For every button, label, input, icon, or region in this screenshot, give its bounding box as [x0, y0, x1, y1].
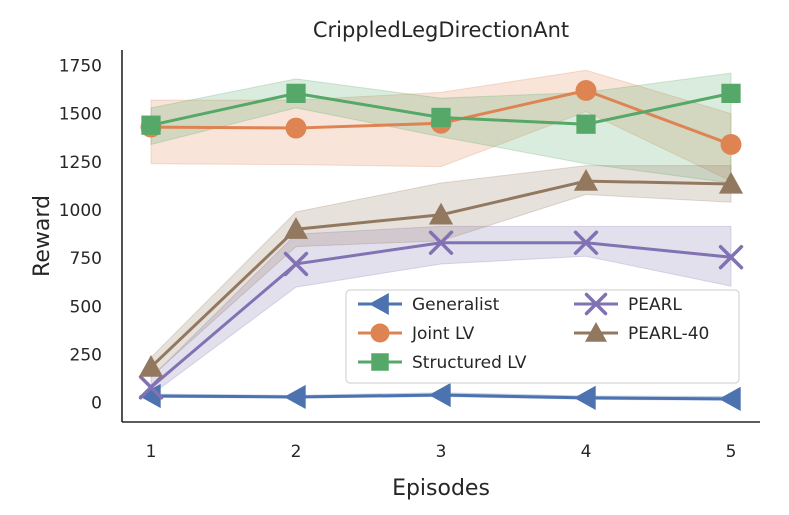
x-tick-label: 3	[436, 442, 447, 462]
legend-marker	[584, 292, 608, 316]
marker-pearl	[573, 230, 599, 255]
legend-box	[345, 289, 740, 384]
marker-pearl-40	[718, 171, 744, 194]
series-markers	[138, 80, 744, 411]
legend-item-structured-lv: Structured LV	[358, 353, 527, 373]
y-tick-label: 500	[70, 297, 102, 317]
legend-item-pearl: PEARL	[574, 292, 682, 316]
y-tick-label: 0	[91, 394, 102, 414]
y-tick-label: 1500	[59, 105, 102, 125]
legend-item-generalist: Generalist	[358, 293, 500, 315]
marker-generalist	[428, 382, 451, 408]
y-tick-labels: 0 250 500 750 1000 1250 1500 1750	[59, 56, 102, 413]
y-tick-label: 250	[70, 346, 102, 366]
band-pearl	[150, 225, 732, 397]
legend-marker	[369, 293, 389, 315]
marker-generalist	[283, 384, 306, 410]
x-tick-labels: 1 2 3 4 5	[146, 442, 737, 462]
x-tick-label: 5	[726, 442, 737, 462]
legend: Generalist PEARL Joint LV PEARL-40Structure…	[345, 289, 740, 384]
x-tick-label: 1	[146, 442, 157, 462]
x-axis-title: Episodes	[392, 476, 490, 501]
marker-pearl-40	[428, 202, 454, 225]
marker-pearl	[428, 230, 454, 255]
marker-joint-lv	[720, 133, 742, 155]
legend-marker	[370, 323, 390, 343]
marker-pearl	[138, 375, 164, 400]
marker-structured-lv	[141, 115, 161, 135]
marker-generalist	[718, 386, 741, 411]
legend-label: Generalist	[412, 295, 500, 315]
x-tick-label: 2	[291, 442, 302, 462]
marker-structured-lv	[576, 114, 596, 134]
chart-title: CrippledLegDirectionAnt	[313, 18, 569, 42]
y-axis-title: Reward	[30, 195, 55, 277]
marker-pearl-40	[283, 217, 309, 239]
marker-pearl-40	[138, 354, 164, 377]
x-tick-label: 4	[581, 442, 592, 462]
legend-marker	[371, 353, 389, 371]
legend-label: Structured LV	[412, 353, 527, 373]
marker-generalist	[573, 385, 596, 411]
legend-marker	[585, 322, 607, 342]
marker-pearl	[718, 245, 744, 270]
y-tick-label: 1000	[59, 201, 102, 221]
marker-structured-lv	[721, 83, 741, 103]
y-tick-label: 1250	[59, 153, 102, 173]
marker-joint-lv	[285, 117, 307, 139]
marker-structured-lv	[286, 83, 306, 103]
y-tick-label: 750	[70, 249, 102, 269]
marker-pearl	[283, 251, 309, 277]
y-tick-label: 1750	[59, 56, 102, 76]
legend-items: Generalist PEARL Joint LV PEARL-40Structure…	[358, 292, 709, 373]
legend-label: Joint LV	[411, 324, 475, 344]
legend-item-pearl-40: PEARL-40	[574, 322, 709, 344]
legend-item-joint-lv: Joint LV	[358, 323, 475, 344]
legend-label: PEARL-40	[628, 324, 709, 344]
marker-joint-lv	[575, 80, 597, 101]
marker-pearl-40	[573, 168, 599, 191]
marker-structured-lv	[431, 107, 451, 128]
legend-label: PEARL	[628, 295, 682, 315]
